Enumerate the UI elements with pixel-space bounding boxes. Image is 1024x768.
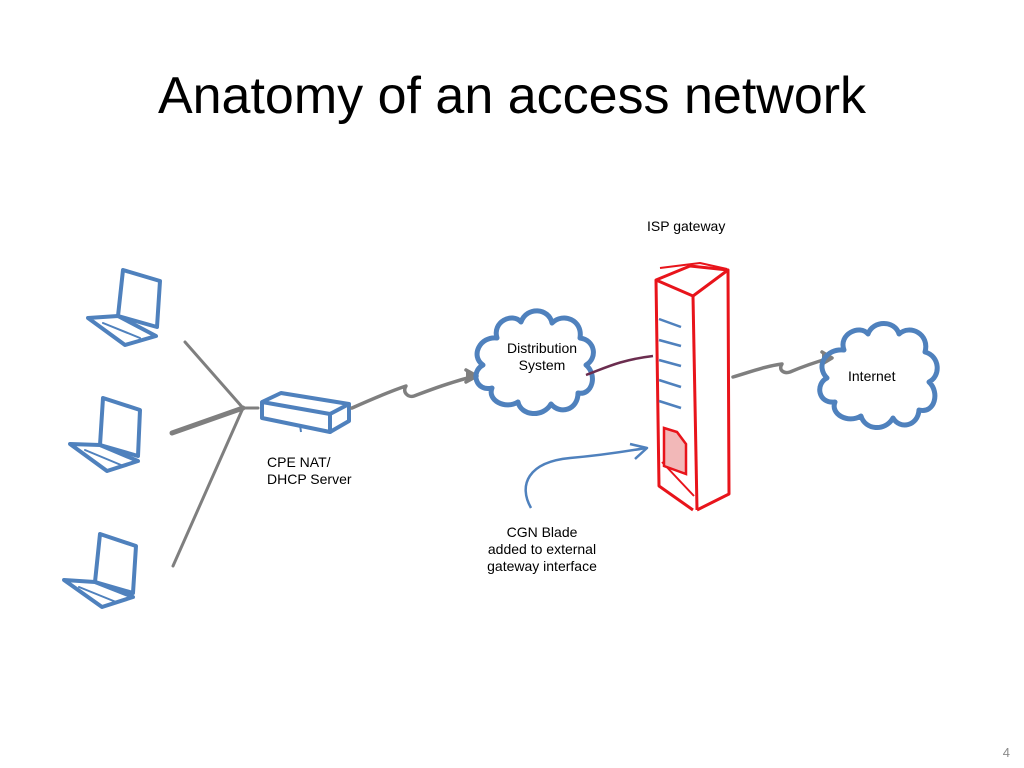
cpe-label-line2: DHCP Server xyxy=(267,471,352,487)
cpe-label: CPE NAT/ DHCP Server xyxy=(267,454,352,488)
slide-title: Anatomy of an access network xyxy=(157,67,867,125)
cpe-label-line1: CPE NAT/ xyxy=(267,454,331,470)
internet-label: Internet xyxy=(848,368,896,384)
distribution-label-line2: System xyxy=(518,357,566,373)
cloud-icon xyxy=(473,308,596,416)
link-distribution-to-gateway xyxy=(585,354,654,377)
cgn-blade-icon xyxy=(662,426,688,476)
gateway-rack-icon xyxy=(654,262,731,512)
cgn-label: CGN Blade added to external gateway inte… xyxy=(472,524,612,575)
cgn-label-line2: added to external xyxy=(487,541,597,557)
link-laptop1 xyxy=(183,340,245,410)
pointer-cgn-to-blade xyxy=(524,446,647,509)
cloud-icon xyxy=(817,321,940,430)
page-number: 4 xyxy=(1002,745,1010,760)
laptop-icon xyxy=(86,268,162,347)
isp-gateway-label: ISP gateway xyxy=(647,218,726,234)
link-laptop2 xyxy=(169,405,246,436)
arrow-cpe-to-distribution xyxy=(350,374,477,410)
cgn-label-line1: CGN Blade xyxy=(506,524,578,540)
link-laptop3 xyxy=(171,406,245,568)
laptop-icon xyxy=(68,396,142,473)
arrow-gateway-to-internet xyxy=(731,356,832,379)
pointer-arrowhead xyxy=(629,442,649,460)
laptop-icon xyxy=(62,532,138,609)
gateway-slots xyxy=(658,317,682,410)
cgn-label-line3: gateway interface xyxy=(487,558,597,574)
distribution-label-line1: Distribution xyxy=(506,340,578,356)
router-icon xyxy=(260,391,351,434)
distribution-label: Distribution System xyxy=(492,340,592,374)
